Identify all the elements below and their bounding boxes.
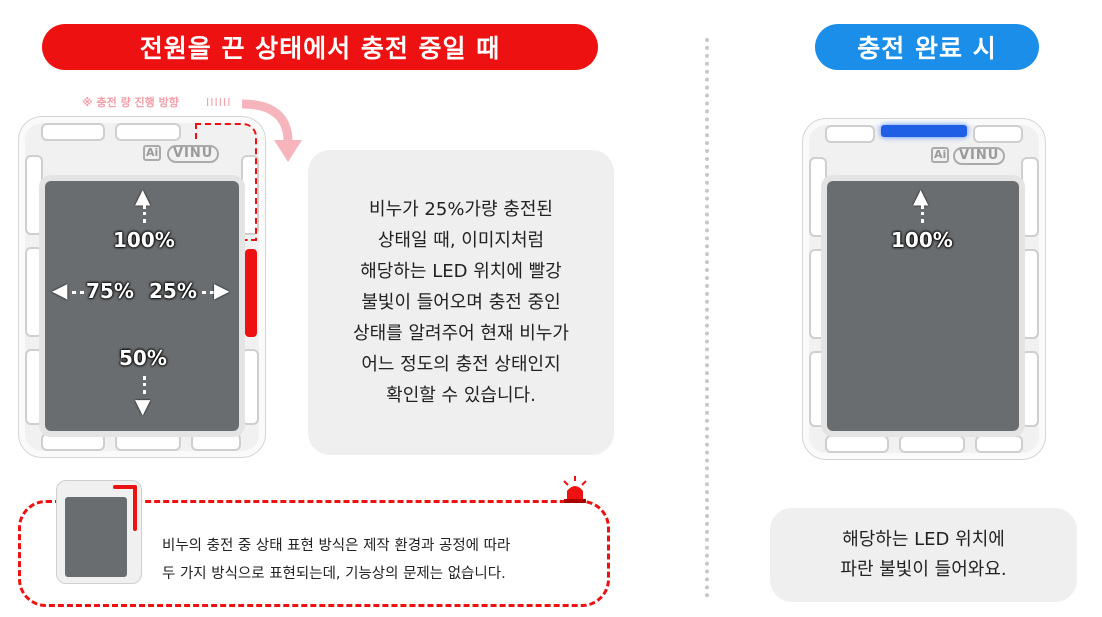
dotted-line: [921, 205, 924, 223]
siren-icon: [563, 476, 587, 503]
led-segment: [1021, 351, 1039, 427]
dotted-line: [202, 291, 214, 294]
charge-path-outline: [195, 123, 199, 139]
led-segment: [825, 435, 889, 453]
ai-logo: Ai: [143, 145, 162, 161]
led-segment: [899, 435, 965, 453]
charge-direction-note: ※ 충전 량 진행 방향: [82, 96, 179, 109]
red-led: [245, 249, 257, 337]
right-section-title: 충전 완료 시: [815, 24, 1039, 70]
ai-logo: Ai: [931, 147, 950, 163]
charge-direction-bars: IIIIII: [206, 96, 232, 109]
bubble-line: 해당하는 LED 위치에 빨강: [360, 261, 562, 282]
led-segment: [975, 435, 1023, 453]
bubble-line: 상태일 때, 이미지처럼: [377, 230, 545, 251]
bubble-line: 파란 불빛이 들어와요.: [840, 559, 1007, 580]
complete-explanation-bubble: 해당하는 LED 위치에 파란 불빛이 들어와요.: [770, 508, 1077, 602]
led-segment: [1021, 157, 1039, 237]
led-segment: [1021, 249, 1039, 339]
led-segment: [809, 157, 827, 237]
charging-explanation-bubble: 비누가 25%가량 충전된 상태일 때, 이미지처럼 해당하는 LED 위치에 …: [308, 150, 614, 455]
led-segment: [973, 125, 1023, 143]
warning-text: 비누의 충전 중 상태 표현 방식은 제작 환경과 공정에 따라 두 가지 방식…: [162, 532, 510, 588]
mini-device: [56, 480, 142, 584]
led-segment: [25, 155, 43, 235]
arrow-up-icon: ▲: [135, 184, 151, 208]
bubble-line: 상태를 알려주어 현재 비누가: [353, 323, 569, 344]
led-segment: [25, 247, 43, 337]
right-device: Ai VINU: [802, 118, 1046, 460]
device-screen: [45, 181, 239, 431]
pct-75: 75%: [86, 279, 134, 303]
vertical-divider: [705, 38, 709, 598]
led-segment: [41, 123, 105, 141]
arrow-down-icon: ▼: [135, 394, 151, 418]
curved-arrow-icon: [241, 99, 302, 162]
left-section-title: 전원을 끈 상태에서 충전 중일 때: [42, 24, 598, 70]
warning-line: 두 가지 방식으로 표현되는데, 기능상의 문제는 없습니다.: [162, 566, 506, 582]
bubble-line: 해당하는 LED 위치에: [842, 529, 1005, 550]
vinu-logo: VINU: [953, 147, 1006, 165]
warning-line: 비누의 충전 중 상태 표현 방식은 제작 환경과 공정에 따라: [162, 538, 511, 554]
arrow-left-icon: ◀: [52, 278, 68, 302]
led-segment: [825, 125, 875, 143]
led-segment: [41, 433, 105, 451]
mini-red-led-top: [113, 485, 137, 489]
pct-100-right: 100%: [891, 228, 953, 252]
led-segment: [115, 433, 181, 451]
left-device: Ai VINU: [18, 116, 266, 458]
led-segment: [191, 433, 241, 451]
dotted-line: [143, 205, 146, 223]
dotted-line: [72, 291, 84, 294]
led-segment: [115, 123, 181, 141]
bubble-line: 불빛이 들어오며 충전 중인: [361, 292, 561, 313]
arrow-right-icon: ▶: [214, 278, 230, 302]
bubble-line: 확인할 수 있습니다.: [386, 385, 536, 406]
mini-red-led-side: [133, 485, 137, 531]
arrow-up-icon: ▲: [913, 184, 929, 208]
bubble-line: 어느 정도의 충전 상태인지: [361, 354, 561, 375]
mini-device-screen: [65, 497, 127, 577]
led-segment: [809, 249, 827, 339]
led-segment: [241, 349, 259, 425]
pct-50: 50%: [119, 346, 167, 370]
pct-100: 100%: [113, 228, 175, 252]
warning-box: [18, 500, 610, 607]
led-segment: [809, 351, 827, 427]
dotted-line: [143, 376, 146, 394]
vinu-logo: VINU: [167, 145, 220, 163]
bubble-line: 비누가 25%가량 충전된: [369, 199, 553, 220]
blue-led: [881, 125, 967, 137]
led-segment: [25, 349, 43, 425]
pct-25: 25%: [149, 279, 197, 303]
